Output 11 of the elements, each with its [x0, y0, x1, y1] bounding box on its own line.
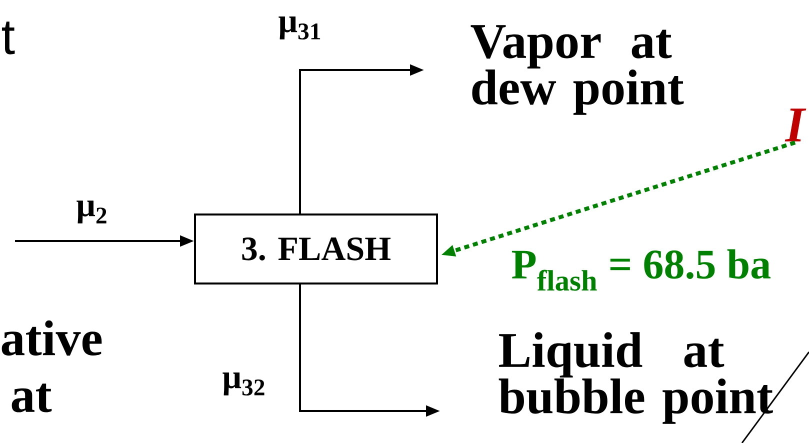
text-fragment: ative [2, 320, 102, 356]
edge-label: μ$_{32}$ [222, 372, 264, 396]
stream-label: Vapor at dew point [470, 25, 684, 115]
stream-label: Liquid at bubble point [498, 332, 773, 424]
text-fragment: at [12, 384, 52, 412]
text-fragment: P$_{flash}$ = 68.5 ba [512, 249, 770, 291]
annotation-letter: I [784, 108, 806, 142]
edge-label: μ$_{31}$ [278, 16, 320, 40]
edge-label: μ$_{2}$ [76, 200, 106, 224]
process-box: 3. FLASH [194, 214, 438, 284]
text-fragment: t [2, 22, 15, 54]
